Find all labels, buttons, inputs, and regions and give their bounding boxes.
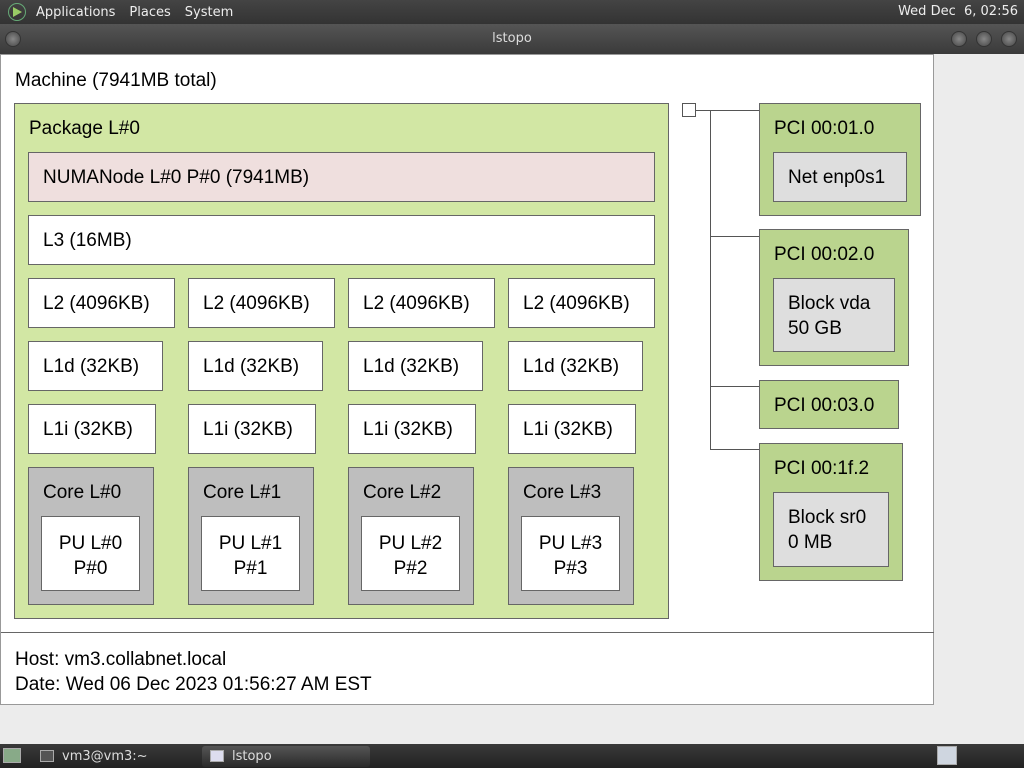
machine-label: Machine (7941MB total) bbox=[15, 70, 217, 91]
block-device-box: Block vda 50 GB bbox=[773, 278, 895, 352]
l2-cache-box-label: L2 (4096KB) bbox=[363, 293, 470, 314]
menu-applications[interactable]: Applications bbox=[36, 4, 116, 20]
task-label: lstopo bbox=[232, 749, 272, 764]
pu-box: PU L#2 P#2 bbox=[361, 516, 460, 591]
pci-label: PCI 00:01.0 bbox=[774, 118, 875, 139]
l1i-cache-box-label: L1i (32KB) bbox=[203, 419, 293, 440]
host-label: Host: vm3.collabnet.local bbox=[15, 649, 227, 670]
distro-logo-icon[interactable] bbox=[8, 3, 26, 21]
l1d-cache-box-label: L1d (32KB) bbox=[43, 356, 140, 377]
show-desktop-icon[interactable] bbox=[3, 748, 21, 763]
core-box-label: Core L#2 bbox=[363, 482, 442, 503]
l2-cache-box: L2 (4096KB) bbox=[348, 278, 495, 328]
maximize-button[interactable] bbox=[976, 31, 992, 47]
l1i-cache-box: L1i (32KB) bbox=[508, 404, 636, 454]
l1d-cache-box-label: L1d (32KB) bbox=[203, 356, 300, 377]
pci-box: PCI 00:03.0 bbox=[759, 380, 899, 429]
pu-box: PU L#3 P#3 bbox=[521, 516, 620, 591]
pci-label: PCI 00:02.0 bbox=[774, 244, 875, 265]
l2-cache-box-label: L2 (4096KB) bbox=[43, 293, 150, 314]
net-device-box: Net enp0s1 bbox=[773, 152, 907, 202]
pu-box: PU L#0 P#0 bbox=[41, 516, 140, 591]
core-box-label: Core L#0 bbox=[43, 482, 122, 503]
block-device-box: Block sr0 0 MB bbox=[773, 492, 889, 567]
pu-box: PU L#1 P#1 bbox=[201, 516, 300, 591]
lstopo-canvas: Machine (7941MB total) Package L#0 NUMAN… bbox=[0, 54, 934, 705]
window-menu-button[interactable] bbox=[5, 31, 21, 47]
l2-cache-box: L2 (4096KB) bbox=[188, 278, 335, 328]
task-label: vm3@vm3:~ bbox=[62, 749, 148, 764]
tree-line bbox=[710, 386, 760, 387]
package-label: Package L#0 bbox=[29, 118, 140, 139]
pu-box-label: PU L#1 P#1 bbox=[218, 533, 283, 579]
menu-system[interactable]: System bbox=[184, 4, 234, 20]
pci-label: PCI 00:1f.2 bbox=[774, 458, 870, 479]
clock[interactable]: Wed Dec 6, 02:56 bbox=[898, 4, 1018, 19]
close-button[interactable] bbox=[1001, 31, 1017, 47]
tree-line bbox=[710, 110, 711, 450]
l1d-cache-box: L1d (32KB) bbox=[28, 341, 163, 391]
l1d-cache-box: L1d (32KB) bbox=[508, 341, 643, 391]
device-label: Block vda 50 GB bbox=[788, 293, 871, 339]
l1i-cache-box-label: L1i (32KB) bbox=[43, 419, 133, 440]
l1i-cache-box-label: L1i (32KB) bbox=[523, 419, 613, 440]
top-panel: Applications Places System Wed Dec 6, 02… bbox=[0, 0, 1024, 24]
pu-box-label: PU L#3 P#3 bbox=[538, 533, 603, 579]
l1d-cache-box: L1d (32KB) bbox=[188, 341, 323, 391]
divider bbox=[1, 632, 934, 633]
tree-line bbox=[710, 449, 760, 450]
task-lstopo[interactable]: lstopo bbox=[202, 746, 370, 767]
device-label: Net enp0s1 bbox=[788, 167, 886, 188]
window-icon bbox=[210, 750, 224, 762]
minimize-button[interactable] bbox=[951, 31, 967, 47]
l2-cache-box-label: L2 (4096KB) bbox=[203, 293, 310, 314]
tree-line bbox=[696, 110, 760, 111]
device-label: Block sr0 0 MB bbox=[788, 507, 867, 553]
task-terminal[interactable]: vm3@vm3:~ bbox=[32, 746, 197, 767]
workspace-switcher[interactable] bbox=[937, 746, 957, 765]
window-title: lstopo bbox=[492, 31, 532, 46]
pci-label: PCI 00:03.0 bbox=[774, 395, 875, 416]
l1d-cache-box-label: L1d (32KB) bbox=[523, 356, 620, 377]
l1i-cache-box: L1i (32KB) bbox=[28, 404, 156, 454]
l1i-cache-box: L1i (32KB) bbox=[348, 404, 476, 454]
window-titlebar[interactable]: lstopo bbox=[0, 24, 1024, 54]
pu-box-label: PU L#0 P#0 bbox=[58, 533, 123, 579]
l1i-cache-box-label: L1i (32KB) bbox=[363, 419, 453, 440]
l2-cache-box: L2 (4096KB) bbox=[28, 278, 175, 328]
core-box-label: Core L#1 bbox=[203, 482, 282, 503]
l1d-cache-box: L1d (32KB) bbox=[348, 341, 483, 391]
l1d-cache-box-label: L1d (32KB) bbox=[363, 356, 460, 377]
host-bridge-icon bbox=[682, 103, 696, 117]
l3-label: L3 (16MB) bbox=[43, 230, 132, 251]
l3-cache-box: L3 (16MB) bbox=[28, 215, 655, 265]
menu-places[interactable]: Places bbox=[129, 4, 171, 20]
l1i-cache-box: L1i (32KB) bbox=[188, 404, 316, 454]
l2-cache-box: L2 (4096KB) bbox=[508, 278, 655, 328]
numa-label: NUMANode L#0 P#0 (7941MB) bbox=[43, 167, 310, 188]
core-box-label: Core L#3 bbox=[523, 482, 602, 503]
pu-box-label: PU L#2 P#2 bbox=[378, 533, 443, 579]
taskbar: vm3@vm3:~ lstopo bbox=[0, 744, 1024, 768]
date-label: Date: Wed 06 Dec 2023 01:56:27 AM EST bbox=[15, 674, 372, 695]
tree-line bbox=[710, 236, 760, 237]
terminal-icon bbox=[40, 750, 54, 762]
numa-node-box: NUMANode L#0 P#0 (7941MB) bbox=[28, 152, 655, 202]
l2-cache-box-label: L2 (4096KB) bbox=[523, 293, 630, 314]
